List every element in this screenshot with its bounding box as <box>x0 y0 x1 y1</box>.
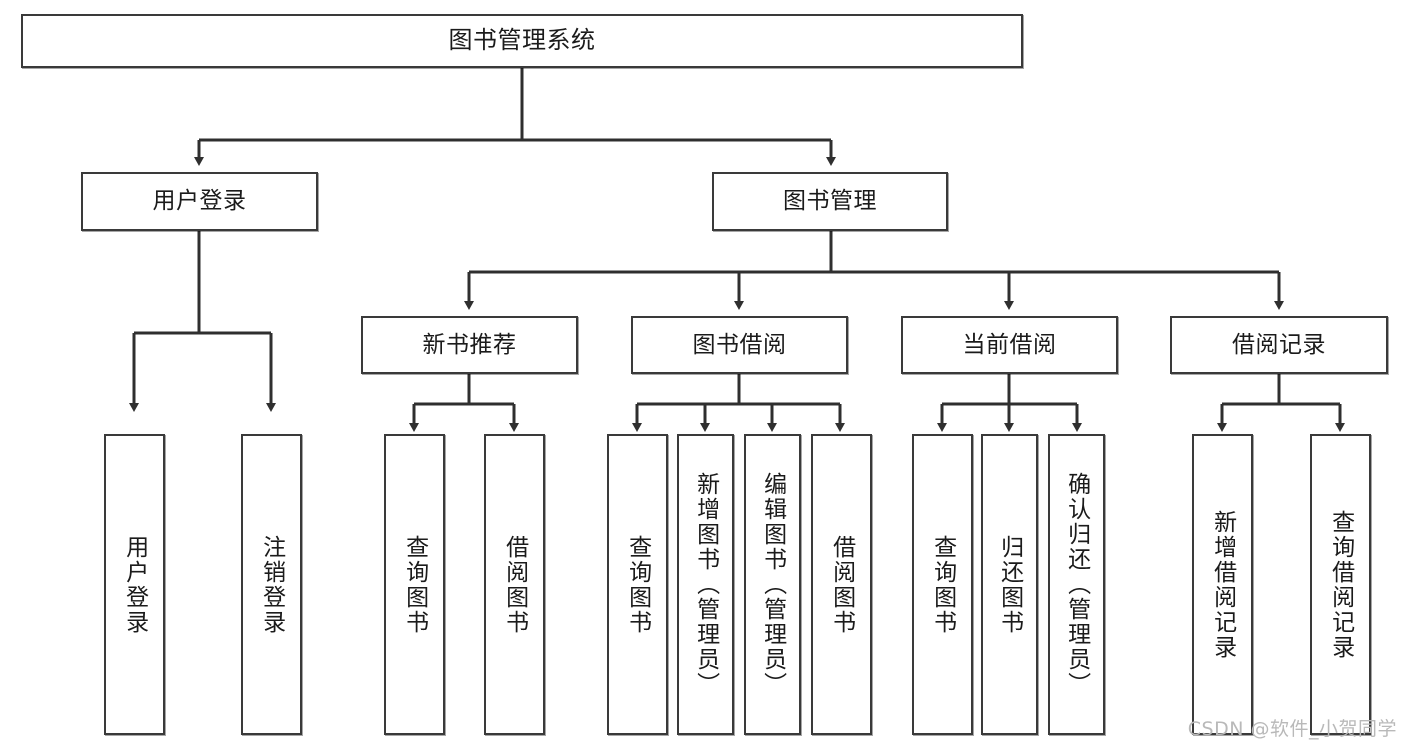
leaf-borrow-query-book[interactable]: 查询图书 <box>607 434 668 735</box>
node-current-borrow[interactable]: 当前借阅 <box>901 316 1118 374</box>
leaf-record-query-record[interactable]: 查询借阅记录 <box>1310 434 1371 735</box>
node-label: 当前借阅 <box>962 331 1057 358</box>
node-label: 借阅图书 <box>828 534 855 635</box>
leaf-current-return-book[interactable]: 归还图书 <box>981 434 1038 735</box>
leaf-current-confirm-return-admin[interactable]: 确认归还（管理员） <box>1048 434 1105 735</box>
node-book-borrow[interactable]: 图书借阅 <box>631 316 848 374</box>
node-new-book-recommend[interactable]: 新书推荐 <box>361 316 578 374</box>
leaf-user-logout[interactable]: 注销登录 <box>241 434 302 735</box>
node-label: 查询图书 <box>401 534 428 635</box>
node-label: 用户登录 <box>121 534 148 635</box>
node-label: 图书借阅 <box>692 331 787 358</box>
leaf-newbook-borrow-book[interactable]: 借阅图书 <box>484 434 545 735</box>
node-borrow-record[interactable]: 借阅记录 <box>1170 316 1388 374</box>
node-book-management[interactable]: 图书管理 <box>712 172 948 231</box>
leaf-borrow-edit-book-admin[interactable]: 编辑图书（管理员） <box>744 434 801 735</box>
node-label: 图书管理 <box>783 188 877 215</box>
node-label: 查询借阅记录 <box>1327 509 1354 660</box>
leaf-newbook-query-book[interactable]: 查询图书 <box>384 434 445 735</box>
node-label: 查询图书 <box>624 534 651 635</box>
node-label: 编辑图书（管理员） <box>759 472 786 697</box>
node-label: 图书管理系统 <box>448 26 596 55</box>
node-label: 新增借阅记录 <box>1209 509 1236 660</box>
node-label: 查询图书 <box>929 534 956 635</box>
node-label: 新书推荐 <box>422 331 517 358</box>
node-label: 归还图书 <box>996 534 1023 635</box>
watermark-text: CSDN @软件_小贺同学 <box>1187 718 1397 740</box>
leaf-record-add-record[interactable]: 新增借阅记录 <box>1192 434 1253 735</box>
node-user-login[interactable]: 用户登录 <box>81 172 318 231</box>
node-label: 确认归还（管理员） <box>1063 472 1090 697</box>
leaf-borrow-add-book-admin[interactable]: 新增图书（管理员） <box>677 434 734 735</box>
node-label: 新增图书（管理员） <box>692 472 719 697</box>
node-label: 借阅图书 <box>501 534 528 635</box>
node-label: 借阅记录 <box>1232 331 1326 358</box>
node-root-system[interactable]: 图书管理系统 <box>21 14 1023 68</box>
node-label: 注销登录 <box>258 534 285 635</box>
leaf-user-login[interactable]: 用户登录 <box>104 434 165 735</box>
leaf-borrow-borrow-book[interactable]: 借阅图书 <box>811 434 872 735</box>
leaf-current-query-book[interactable]: 查询图书 <box>912 434 973 735</box>
node-label: 用户登录 <box>152 188 247 215</box>
